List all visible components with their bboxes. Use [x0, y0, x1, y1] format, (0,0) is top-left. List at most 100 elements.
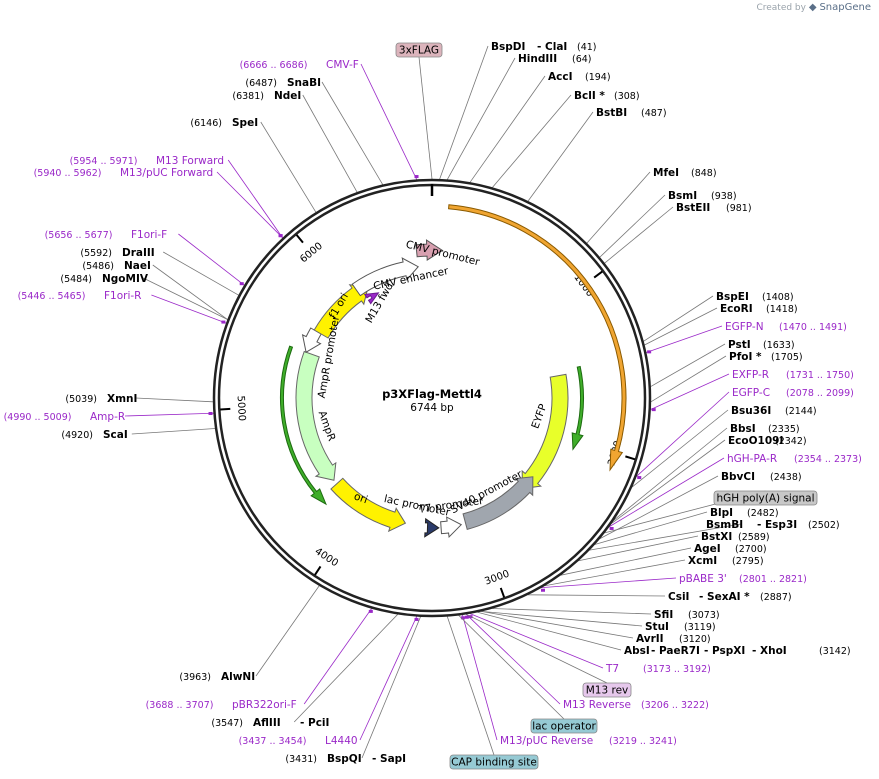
3xflag-box: 3xFLAG — [395, 42, 443, 58]
site-position: (5446 .. 5465) — [18, 291, 86, 302]
leader-SnaBI — [321, 81, 384, 185]
site-name: BsmBI — [706, 519, 743, 531]
site-name: AlwNI — [221, 671, 255, 683]
snapgene-logo-icon: ◆ — [808, 2, 817, 13]
site-position: (6381) — [232, 91, 264, 102]
site-position: (2438) — [770, 472, 802, 483]
site-position: (3688 .. 3707) — [146, 700, 214, 711]
ampr-green-arrow — [280, 345, 327, 506]
site-name: AgeI — [694, 543, 721, 555]
ori-arrow — [330, 477, 407, 533]
leader-EXFP-R — [650, 373, 730, 410]
site-position: (2801 .. 2821) — [739, 574, 807, 585]
site-name: hGH-PA-R — [727, 453, 777, 465]
site-name: AbsI — [624, 645, 650, 657]
tick-mark — [593, 270, 603, 279]
site-name: Amp-R — [90, 411, 125, 423]
site-name: - XhoI — [752, 645, 787, 657]
site-position: (1705) — [771, 352, 803, 363]
tick-mark — [499, 587, 506, 598]
site-position: (848) — [691, 168, 717, 179]
site-name: ScaI — [103, 429, 128, 441]
site-position: (2342) — [775, 436, 807, 447]
primer-mark-F1ori-R — [221, 320, 226, 324]
tick-mark — [625, 455, 636, 461]
leader-AgeI — [560, 547, 692, 576]
eyfp-label: EYFP — [529, 402, 549, 430]
eyfp-outer-arrow — [448, 204, 627, 472]
cap-binding-site-box-text: CAP binding site — [451, 757, 537, 769]
tick-label: 3000 — [483, 569, 511, 588]
m13-rev-box-text: M13 rev — [586, 685, 629, 697]
site-name: - Esp3I — [757, 519, 797, 531]
leader-M13/pUC Reverse — [462, 614, 498, 741]
leader-AlwNI — [255, 585, 320, 677]
primer-mark-F1ori-F — [239, 282, 244, 286]
primer-mark-M13 Reverse — [464, 615, 469, 619]
site-position: (3173 .. 3192) — [643, 664, 711, 675]
credit-prefix: Created by — [756, 3, 806, 13]
leader-M13 Forward — [227, 159, 283, 239]
site-name: StuI — [645, 621, 669, 633]
lac-box — [424, 517, 440, 538]
leader-lac-operator — [458, 615, 565, 720]
primer-mark-EGFP-C — [637, 476, 642, 480]
site-name: M13 Reverse — [563, 699, 631, 711]
site-position: (1470 .. 1491) — [779, 322, 847, 333]
site-name: F1ori-F — [131, 229, 167, 241]
site-position: (6666 .. 6686) — [240, 60, 308, 71]
site-position: (3219 .. 3241) — [609, 736, 677, 747]
site-name: BclI * — [574, 90, 605, 102]
site-position: (5592) — [80, 248, 112, 259]
site-position: (6487) — [245, 78, 277, 89]
primer-mark-L4440 — [414, 617, 419, 621]
site-name: L4440 — [325, 735, 358, 747]
leader-ScaI — [131, 428, 216, 435]
feature-arrows — [280, 204, 627, 539]
primer-mark-hGH-PA-R — [609, 526, 614, 530]
site-name: EXFP-R — [732, 369, 769, 381]
site-name: BspQI — [327, 753, 362, 765]
tick-label: 6000 — [298, 241, 325, 266]
site-position: (1731 .. 1750) — [786, 370, 854, 381]
ori-label: ori — [352, 490, 369, 506]
3xflag-box-bg — [395, 42, 443, 58]
leader-pBR322ori-F — [303, 608, 372, 705]
leader-HindIII — [446, 57, 516, 180]
site-position: (194) — [585, 72, 611, 83]
eyfp-green-arrow-shape — [571, 365, 584, 451]
primer-mark-M13/pUC Reverse — [460, 616, 465, 620]
leader-Amp-R — [124, 412, 214, 417]
site-name: XmnI — [107, 393, 137, 405]
primer-mark-CMV-F — [414, 175, 419, 179]
site-name: PstI — [728, 339, 751, 351]
sv40-promoter-arrow — [462, 476, 534, 530]
tick-mark — [314, 565, 322, 576]
leader-L4440 — [359, 616, 418, 741]
site-name: HindIII — [518, 53, 557, 65]
primer-mark-EGFP-N — [647, 350, 652, 354]
site-position: (3120) — [679, 634, 711, 645]
site-position: (981) — [726, 203, 752, 214]
leader-MfeI — [586, 171, 651, 244]
lac-operator-box: lac operator — [530, 718, 598, 734]
leader-F1ori-F — [178, 233, 245, 286]
site-name: BspDI — [491, 41, 525, 53]
site-name: M13/pUC Forward — [120, 167, 213, 179]
cmv-promoter-arrow — [415, 239, 444, 261]
leader-T7 — [469, 613, 604, 669]
site-name: - PciI — [300, 717, 329, 729]
site-name: DraIII — [122, 247, 155, 259]
site-name: NaeI — [124, 260, 151, 272]
site-position: (5039) — [65, 394, 97, 405]
site-position: (5656 .. 5677) — [45, 230, 113, 241]
hgh-polya-box-bg — [713, 490, 818, 506]
leader-BclI * — [492, 94, 572, 188]
map-center: p3XFlag-Mettl4 6744 bp — [382, 387, 482, 414]
site-name: BstXI — [701, 531, 732, 543]
3xflag-box-text: 3xFLAG — [399, 45, 439, 57]
site-position: (41) — [577, 42, 597, 53]
eyfp-arrow — [521, 373, 569, 490]
ampr-promoter-arrow — [301, 327, 322, 353]
leader-EcoO109I — [611, 439, 726, 524]
